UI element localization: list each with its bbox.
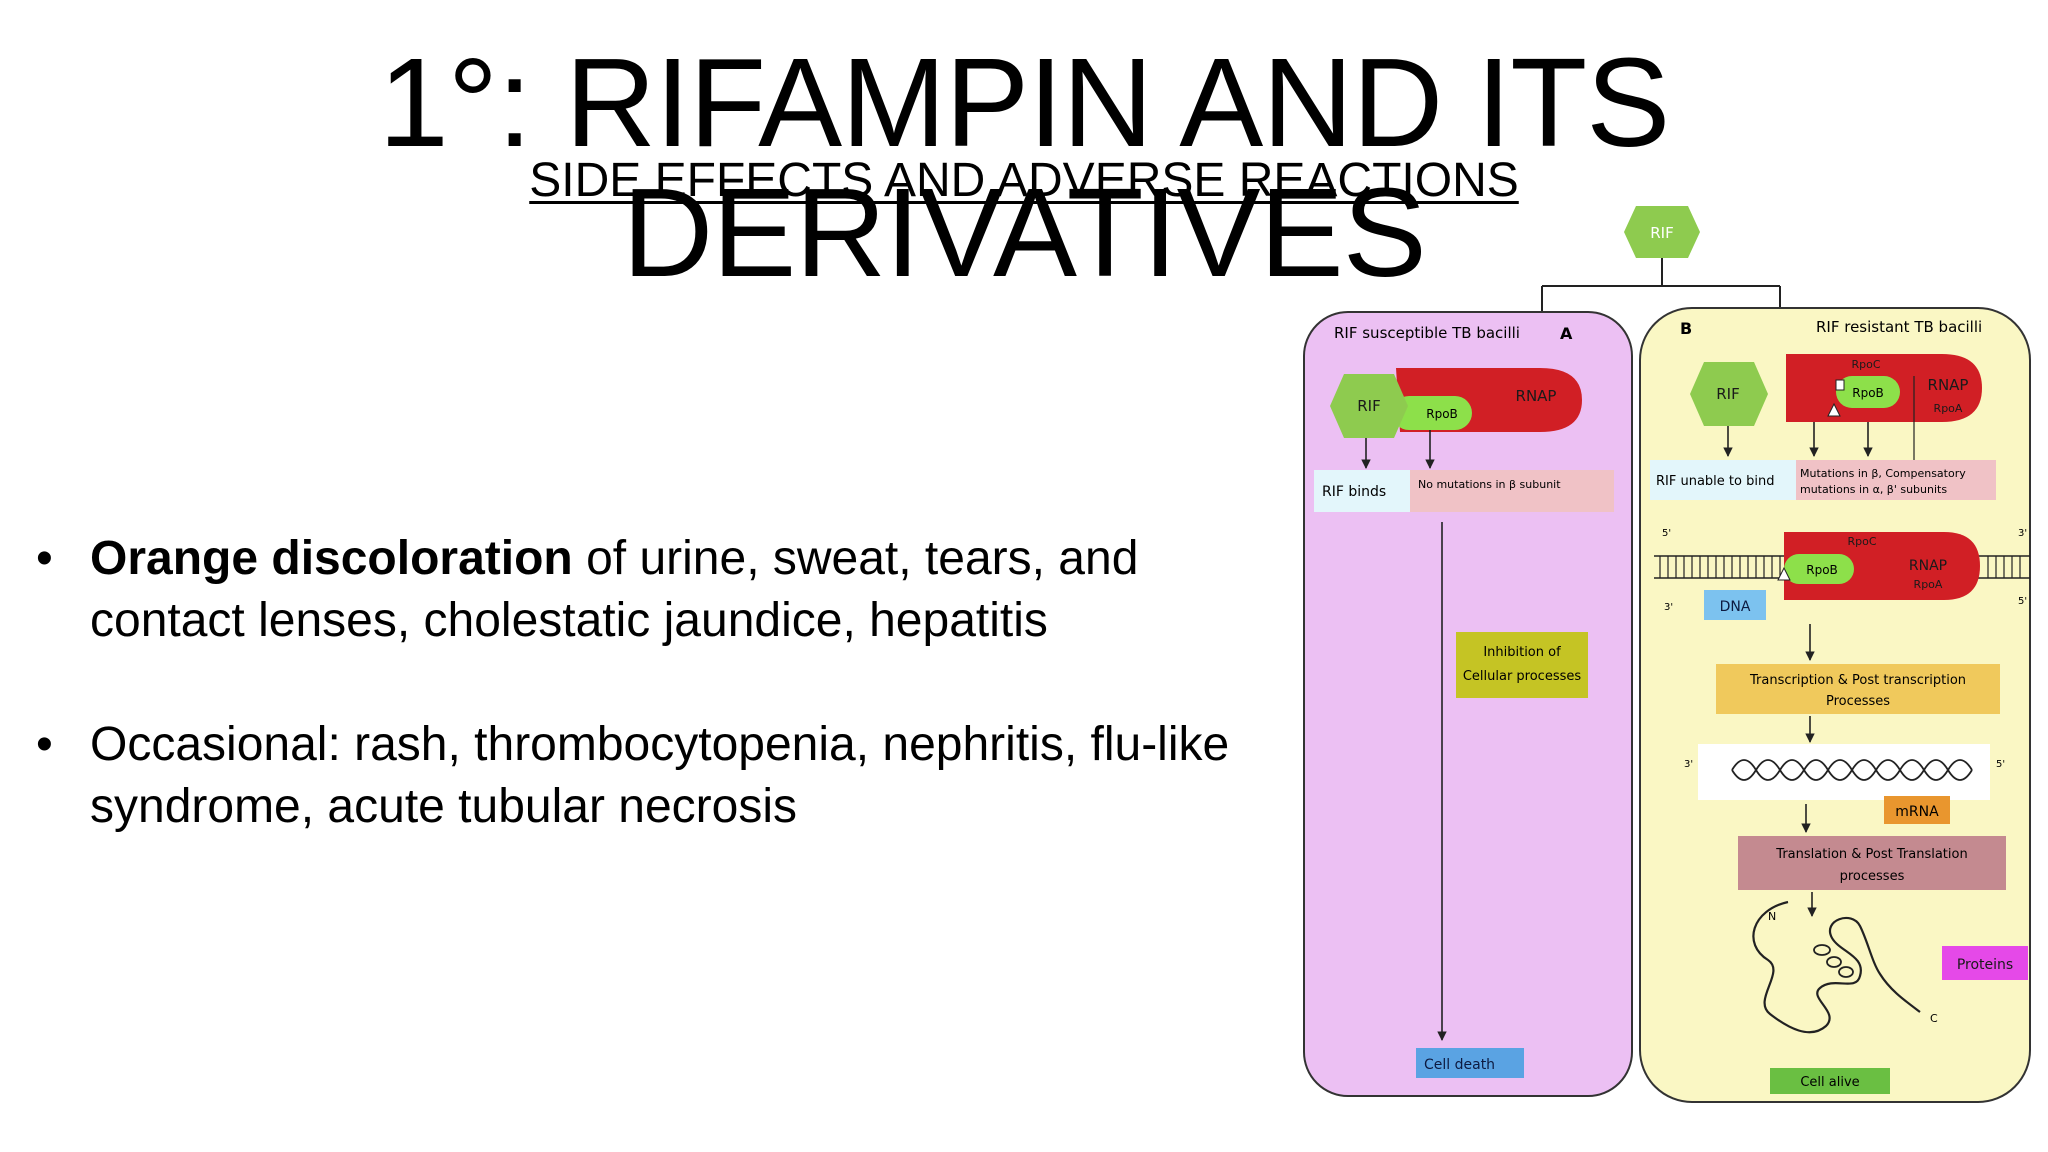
panel-b-rpob-shape	[1836, 376, 1900, 408]
bullet-list: • Orange discoloration of urine, sweat, t…	[36, 528, 1271, 900]
panel-a-rif-hexagon	[1330, 374, 1408, 438]
mutations-box	[1796, 460, 1996, 500]
no-mutations-label: No mutations in β subunit	[1418, 478, 1561, 491]
translation-label-line1: Translation & Post Translation	[1775, 847, 1967, 862]
panel-a-rpob-label: RpoB	[1426, 407, 1458, 421]
panel-b-rpob-label: RpoB	[1852, 386, 1884, 400]
mutation-marker	[1835, 379, 1845, 391]
cell-alive-label: Cell alive	[1800, 1075, 1859, 1090]
mrna-helix-area	[1698, 744, 1990, 800]
bullet-dot: •	[36, 718, 53, 771]
panel-b-letter: B	[1680, 319, 1692, 338]
mrna-3prime: 3'	[1684, 759, 1693, 770]
cell-death-label: Cell death	[1424, 1057, 1495, 1073]
cell-alive-box	[1770, 1068, 1890, 1094]
protein-loop	[1826, 956, 1842, 968]
protein-n-terminus: N	[1768, 910, 1776, 923]
panel-b-rif-hexagon	[1690, 362, 1768, 426]
panel-a-title: RIF susceptible TB bacilli	[1334, 324, 1520, 342]
dna-label: DNA	[1720, 599, 1751, 615]
dna-rpob-shape	[1784, 554, 1854, 584]
protein-c-terminus: C	[1930, 1012, 1938, 1025]
dna-5prime-right: 5'	[2018, 596, 2027, 607]
no-mutations-box	[1410, 470, 1614, 512]
cell-death-box	[1416, 1048, 1524, 1078]
slide-subtitle: SIDE EFFECTS AND ADVERSE REACTIONS	[529, 154, 1519, 207]
rifampin-mechanism-diagram: RIF RIF susceptible TB bacilli A RNAP Rp…	[1303, 206, 2031, 1103]
dna-rpoa-label: RpoA	[1914, 578, 1943, 591]
mrna-box	[1884, 796, 1950, 824]
bullet-bold-text: Orange discoloration	[90, 532, 573, 585]
unable-to-bind-box	[1650, 460, 1796, 500]
mrna-helix-strand	[1731, 759, 1973, 781]
slide-title: 1°: RIFAMPIN AND ITS DERIVATIVES	[378, 32, 1671, 303]
bullet-dot: •	[36, 532, 53, 585]
rif-binds-label: RIF binds	[1322, 484, 1386, 500]
proteins-label: Proteins	[1957, 957, 2013, 973]
panel-a-rnap-label: RNAP	[1516, 387, 1557, 405]
dna-3prime-left: 3'	[1664, 602, 1673, 613]
protein-loop	[1838, 966, 1854, 978]
translation-label-line2: processes	[1840, 869, 1905, 884]
mrna-label: mRNA	[1895, 804, 1939, 820]
transcription-label-line2: Processes	[1826, 694, 1890, 709]
protein-loop	[1813, 944, 1831, 956]
transcription-label-line1: Transcription & Post transcription	[1749, 673, 1966, 688]
bullet-item-orange-discoloration: • Orange discoloration of urine, sweat, t…	[36, 528, 1271, 652]
top-rif-hexagon	[1624, 206, 1700, 258]
dna-rpob-label: RpoB	[1806, 563, 1838, 577]
proteins-box	[1942, 946, 2028, 980]
mrna-5prime: 5'	[1996, 759, 2005, 770]
mutation-marker	[1827, 402, 1841, 417]
dna-rpoc-label: RpoC	[1847, 535, 1876, 548]
inhibition-label-line1: Inhibition of	[1483, 645, 1561, 660]
dna-box	[1704, 590, 1766, 620]
dna-rungs	[1659, 556, 2021, 578]
unable-to-bind-label: RIF unable to bind	[1656, 474, 1774, 489]
bullet-text: Occasional: rash, thrombocytopenia, neph…	[90, 718, 1230, 833]
mutations-label-line1: Mutations in β, Compensatory	[1800, 467, 1966, 480]
bullet-item-occasional: • Occasional: rash, thrombocytopenia, nep…	[36, 714, 1271, 838]
transcription-box	[1716, 664, 2000, 714]
panel-b-rpoc-label: RpoC	[1851, 358, 1880, 371]
panel-a-rif-label: RIF	[1357, 397, 1380, 415]
dna-3prime-right: 3'	[2018, 528, 2027, 539]
panel-b-rif-label: RIF	[1716, 385, 1739, 403]
dna-rnap-label: RNAP	[1909, 558, 1947, 574]
inhibition-box	[1456, 632, 1588, 698]
bullet-text: of urine, sweat, tears, and contact lens…	[90, 532, 1139, 647]
dna-5prime-left: 5'	[1662, 528, 1671, 539]
panel-a-letter: A	[1560, 324, 1573, 343]
translation-box	[1738, 836, 2006, 890]
panel-b-rpoa-label: RpoA	[1934, 402, 1963, 415]
mutation-marker	[1777, 566, 1791, 581]
mutations-label-line2: mutations in α, β' subunits	[1800, 483, 1947, 496]
inhibition-label-line2: Cellular processes	[1463, 669, 1582, 684]
panel-b-title: RIF resistant TB bacilli	[1816, 318, 1982, 336]
protein-fold	[1752, 900, 1921, 1034]
panel-b-rnap-label: RNAP	[1928, 376, 1969, 394]
rif-binds-box	[1314, 470, 1410, 512]
panel-a-rpob-shape	[1392, 396, 1472, 430]
top-rif-label: RIF	[1650, 224, 1673, 242]
